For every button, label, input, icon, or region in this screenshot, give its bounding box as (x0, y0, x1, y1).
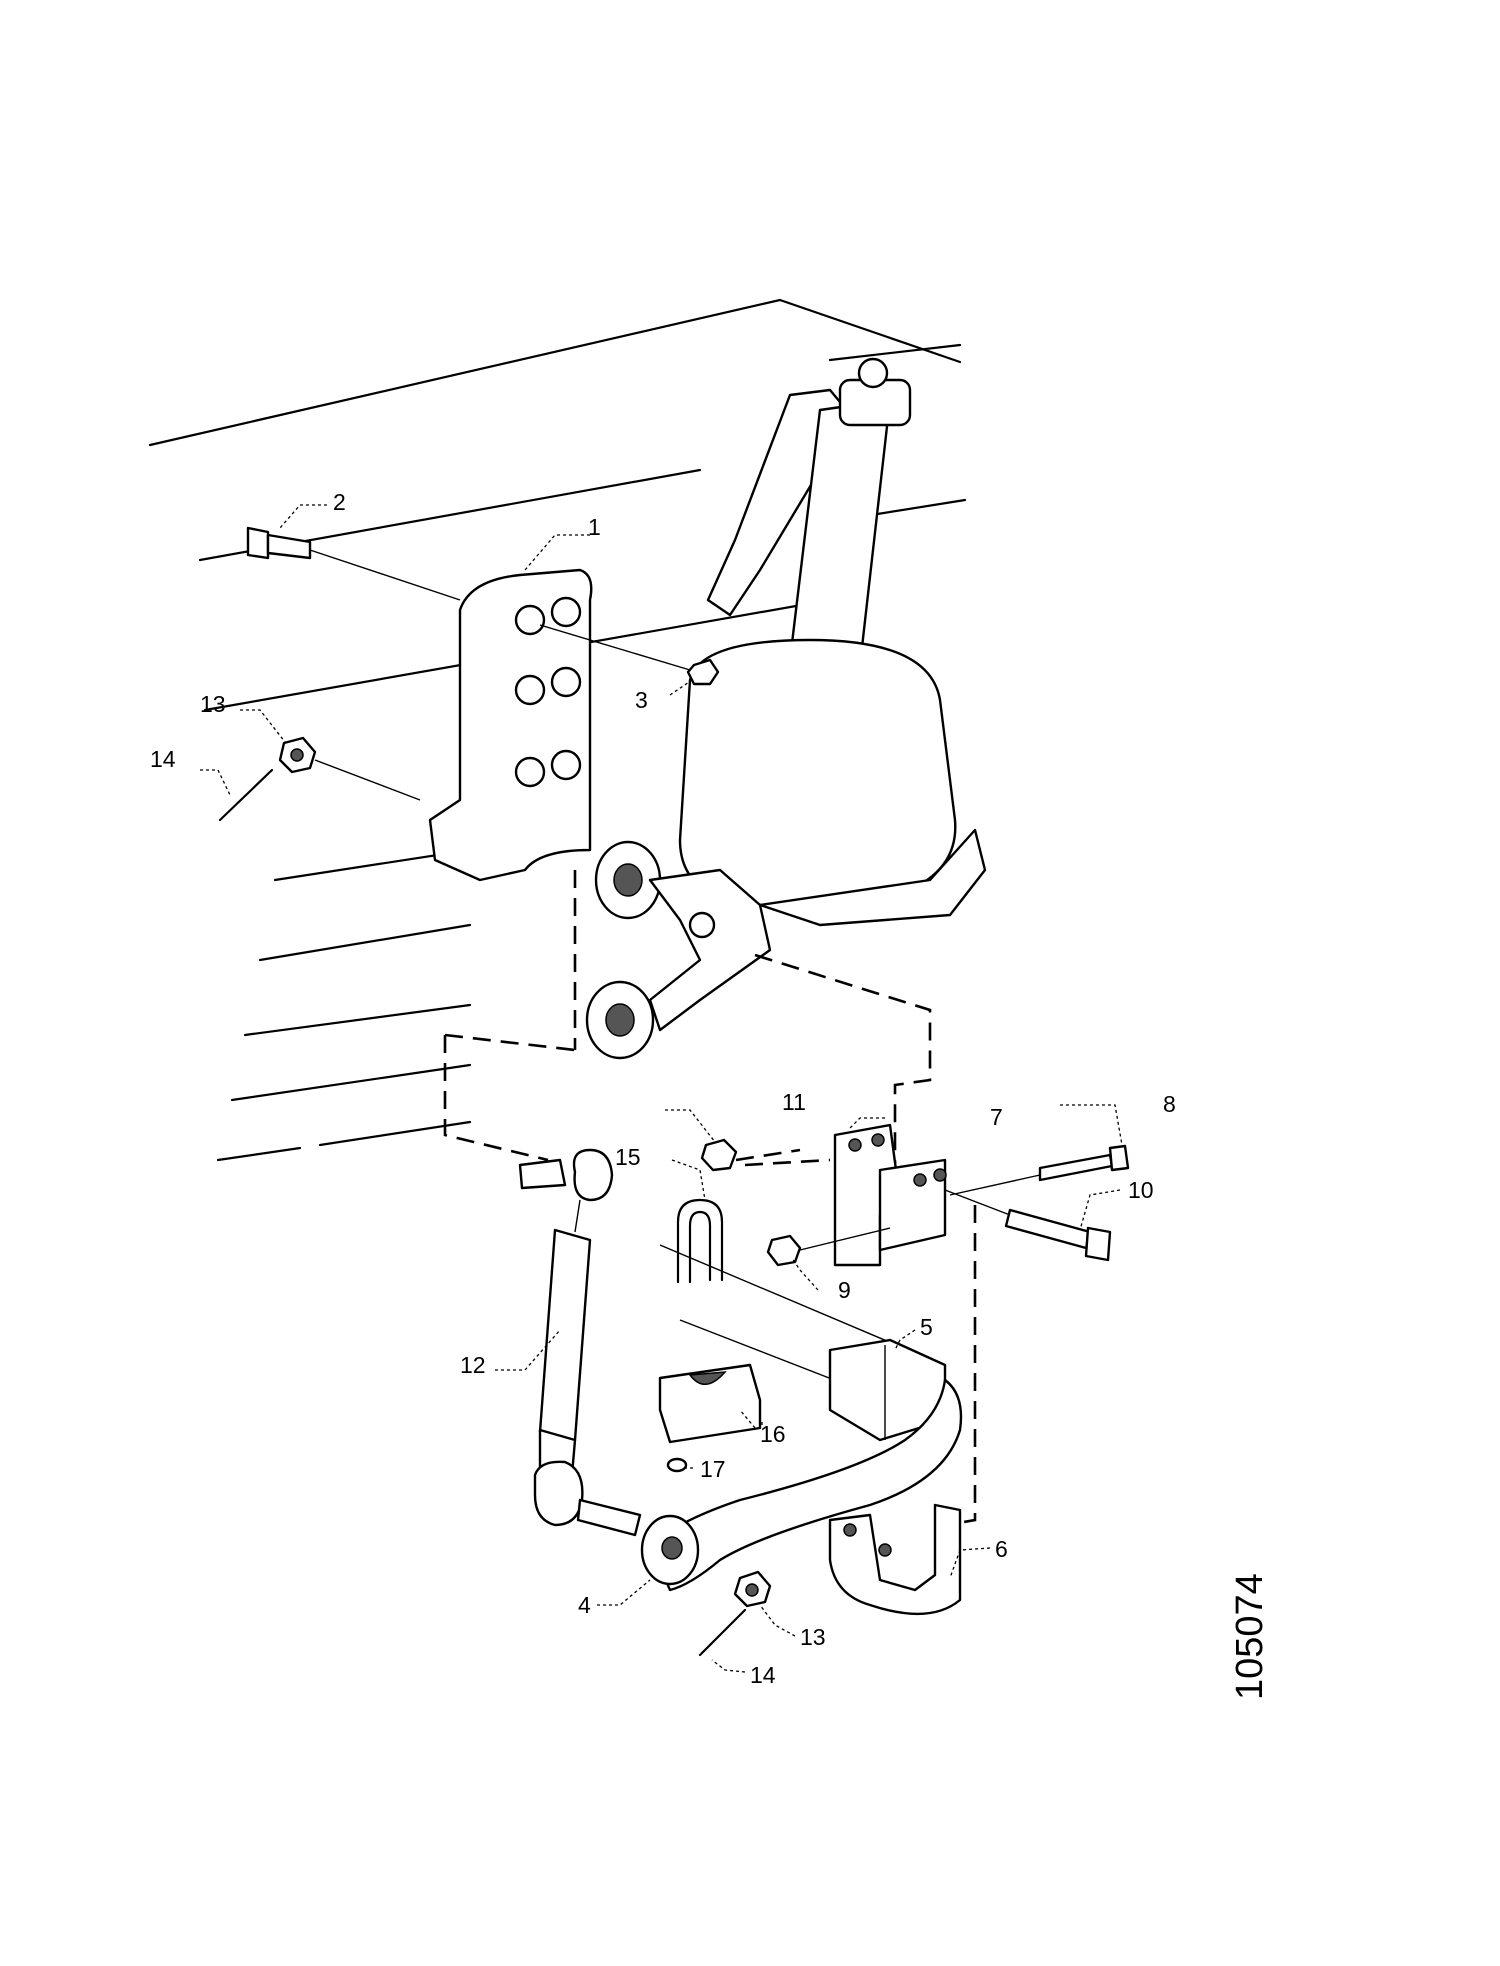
nut-11 (700, 1138, 801, 1172)
nut-3 (539, 624, 720, 686)
callout-10: 10 (1128, 1177, 1154, 1203)
callout-14-bottom: 14 (750, 1662, 776, 1688)
cotter-pin-14-top (218, 768, 274, 822)
callout-1: 1 (588, 514, 601, 540)
callout-14-top: 14 (150, 746, 176, 772)
bolt-2 (246, 526, 461, 601)
drop-link-12 (518, 1148, 642, 1537)
callout-labels: 1 2 3 4 5 6 7 8 9 10 11 12 13 14 15 16 1… (150, 489, 1176, 1688)
frame-bracket (428, 568, 593, 882)
bracket-6 (828, 1503, 962, 1615)
bolt-10 (944, 1189, 1112, 1262)
reference-number: 105074 (1229, 1573, 1271, 1700)
callout-leaders (200, 504, 1123, 1673)
callout-16: 16 (760, 1421, 786, 1447)
callout-2: 2 (333, 489, 346, 515)
callout-5: 5 (920, 1314, 933, 1340)
linkage-arm (585, 840, 772, 1060)
bolt-8 (949, 1144, 1130, 1196)
washer-17 (666, 1457, 688, 1473)
callout-9: 9 (838, 1277, 851, 1303)
anti-roll-bar-4 (640, 1378, 963, 1592)
callout-12: 12 (460, 1352, 486, 1378)
callout-11: 11 (782, 1089, 806, 1115)
castle-nut-13-top (278, 736, 421, 801)
castle-nut-13-bottom (733, 1570, 772, 1608)
clamp-16 (658, 1363, 762, 1444)
callout-3: 3 (635, 687, 648, 713)
callout-8: 8 (1163, 1091, 1176, 1117)
callout-17: 17 (700, 1456, 726, 1482)
callout-13-top: 13 (200, 691, 226, 717)
callout-6: 6 (995, 1536, 1008, 1562)
callout-4: 4 (578, 1592, 591, 1618)
u-bolt-15 (659, 1198, 921, 1391)
cotter-pin-14-bottom (698, 1608, 747, 1657)
callout-13-bottom: 13 (800, 1624, 826, 1650)
callout-7: 7 (990, 1104, 1003, 1130)
bracket-7 (833, 1123, 947, 1267)
callout-15: 15 (615, 1144, 641, 1170)
